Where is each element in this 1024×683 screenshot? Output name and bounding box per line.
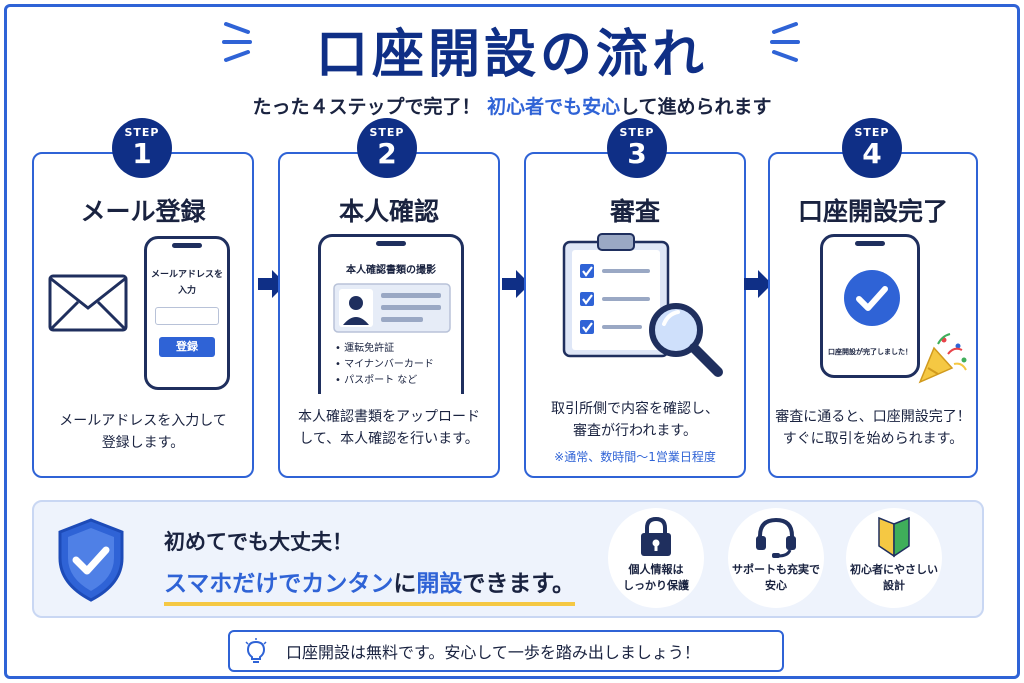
step-2-desc-line1: 本人確認書類をアップロード bbox=[298, 409, 480, 425]
step-1-number: 1 bbox=[132, 137, 152, 170]
banner-heading: 初めてでも大丈夫！ bbox=[164, 530, 353, 554]
feature-beginner-text: 初心者にやさしい 設計 bbox=[850, 562, 938, 594]
arrow-right-icon bbox=[744, 270, 772, 298]
feature-support-line1: サポートも充実で bbox=[732, 563, 820, 576]
tagline-part2: カンタン bbox=[301, 571, 394, 597]
step-4-desc-line1: 審査に通ると、口座開設完了！ bbox=[775, 409, 971, 425]
step-4-card: 口座開設完了 口座開設が完了しました！ 審査に通ると、口座開設完了！ すぐに取引… bbox=[768, 152, 978, 478]
completion-message: 口座開設が完了しました！ bbox=[828, 348, 912, 356]
step-4-title: 口座開設完了 bbox=[797, 197, 948, 226]
step-2-badge: STEP 2 bbox=[357, 118, 417, 178]
step-1-label: STEP bbox=[124, 126, 160, 139]
feature-support: サポートも充実で 安心 bbox=[728, 508, 824, 608]
envelope-icon bbox=[48, 274, 128, 332]
banner-tagline: スマホだけでカンタンに開設できます。 bbox=[164, 564, 576, 606]
step-2-title: 本人確認 bbox=[338, 197, 439, 226]
step-3-desc-line2: 審査が行われます。 bbox=[573, 423, 697, 439]
phone-notch bbox=[376, 241, 406, 246]
email-prompt-line1: メールアドレスを bbox=[150, 270, 223, 280]
arrow-right-icon bbox=[502, 270, 530, 298]
feature-beginner-line2: 設計 bbox=[883, 579, 905, 592]
footer-note: 口座開設は無料です。安心して一歩を踏み出しましょう！ bbox=[228, 630, 784, 672]
phone-notch bbox=[855, 241, 885, 246]
step-1-desc: メールアドレスを入力して 登録します。 bbox=[34, 410, 252, 454]
subtitle-part1: たった４ステップで完了！ bbox=[252, 96, 481, 118]
tagline-part5: できます。 bbox=[462, 571, 576, 597]
lock-icon bbox=[641, 516, 671, 556]
feature-beginner: 初心者にやさしい 設計 bbox=[846, 508, 942, 608]
step-4-label: STEP bbox=[854, 126, 890, 139]
feature-privacy-text: 個人情報は しっかり保護 bbox=[623, 562, 689, 594]
step-2-number: 2 bbox=[377, 137, 397, 170]
step-4-desc: 審査に通ると、口座開設完了！ すぐに取引を始められます。 bbox=[770, 406, 976, 450]
page-title: 口座開設の流れ bbox=[315, 24, 708, 85]
lightbulb-icon bbox=[245, 638, 267, 663]
page-subtitle: たった４ステップで完了！ 初心者でも安心して進められます bbox=[0, 92, 1024, 119]
footer-text: 口座開設は無料です。安心して一歩を踏み出しましょう！ bbox=[286, 643, 700, 662]
feature-support-line2: 安心 bbox=[765, 579, 787, 592]
id-photo-heading: 本人確認書類の撮影 bbox=[346, 265, 436, 276]
smartphone-icon: メールアドレスを 入力 登録 bbox=[144, 236, 230, 390]
magnifier-icon bbox=[649, 303, 723, 377]
phone-notch bbox=[172, 243, 202, 248]
step-2-desc: 本人確認書類をアップロード して、本人確認を行います。 bbox=[280, 406, 498, 450]
email-input[interactable] bbox=[155, 307, 219, 325]
step-3-desc: 取引所側で内容を確認し、 審査が行われます。 bbox=[526, 398, 744, 442]
step-3-note: ※通常、数時間〜1営業日程度 bbox=[554, 450, 716, 464]
step-2-card: 本人確認 本人確認書類の撮影 • 運転免許証 • マイナンバーカード • パスポ… bbox=[278, 152, 500, 478]
page-frame bbox=[4, 4, 1020, 679]
smartphone-icon: 本人確認書類の撮影 • 運転免許証 • マイナンバーカード • パスポート など bbox=[318, 234, 464, 394]
clipboard-checklist-icon bbox=[562, 233, 670, 358]
step-4-number: 4 bbox=[862, 137, 882, 170]
check-circle-icon bbox=[844, 270, 900, 326]
beginner-mark-icon bbox=[878, 516, 910, 558]
id-document-item: • マイナンバーカード bbox=[335, 359, 434, 370]
step-4-badge: STEP 4 bbox=[842, 118, 902, 178]
title-area: 口座開設の流れ bbox=[0, 14, 1024, 85]
register-button[interactable]: 登録 bbox=[159, 337, 215, 357]
sparkle-right-icon bbox=[770, 22, 800, 62]
step-1-desc-line1: メールアドレスを入力して bbox=[59, 413, 227, 429]
email-prompt-line2: 入力 bbox=[177, 286, 196, 296]
id-document-item: • パスポート など bbox=[335, 375, 418, 386]
step-4-desc-line2: すぐに取引を始められます。 bbox=[782, 431, 964, 447]
headset-icon bbox=[756, 517, 796, 558]
shield-check-icon bbox=[58, 518, 124, 602]
id-document-item: • 運転免許証 bbox=[335, 343, 395, 354]
party-popper-icon bbox=[918, 333, 967, 384]
subtitle-part3: して進められます bbox=[620, 96, 772, 118]
step-1-card: メール登録 メールアドレスを 入力 登録 メールアドレスを入力して 登録します。 bbox=[32, 152, 254, 478]
step-3-card: 審査 取引所側で内容を確認し、 審査が行われます。 ※通常、数時間〜1営業日程度 bbox=[524, 152, 746, 478]
step-1-title: メール登録 bbox=[80, 197, 206, 226]
feature-support-text: サポートも充実で 安心 bbox=[732, 562, 820, 594]
feature-beginner-line1: 初心者にやさしい bbox=[850, 563, 938, 576]
email-prompt: メールアドレスを 入力 bbox=[147, 267, 227, 299]
feature-privacy-line2: しっかり保護 bbox=[623, 579, 689, 592]
step-2-desc-line2: して、本人確認を行います。 bbox=[299, 431, 479, 447]
step-3-desc-line1: 取引所側で内容を確認し、 bbox=[551, 401, 719, 417]
step-3-title: 審査 bbox=[609, 197, 660, 226]
tagline-part4: 開設 bbox=[416, 571, 463, 597]
feature-privacy-line1: 個人情報は bbox=[628, 563, 684, 576]
step-3-badge: STEP 3 bbox=[607, 118, 667, 178]
tagline-part1: スマホだけで bbox=[164, 571, 302, 597]
smartphone-icon: 口座開設が完了しました！ bbox=[820, 234, 920, 378]
step-3-number: 3 bbox=[627, 137, 647, 170]
sparkle-left-icon bbox=[222, 22, 252, 62]
subtitle-highlight: 初心者でも安心 bbox=[487, 96, 621, 118]
step-1-badge: STEP 1 bbox=[112, 118, 172, 178]
feature-privacy: 個人情報は しっかり保護 bbox=[608, 508, 704, 608]
step-2-label: STEP bbox=[369, 126, 405, 139]
tagline-part3: に bbox=[393, 571, 417, 597]
step-1-desc-line2: 登録します。 bbox=[101, 435, 185, 451]
reassurance-banner: 初めてでも大丈夫！ スマホだけでカンタンに開設できます。 bbox=[32, 500, 984, 618]
step-3-label: STEP bbox=[619, 126, 655, 139]
id-card-icon bbox=[333, 283, 451, 333]
id-document-list: • 運転免許証 • マイナンバーカード • パスポート など bbox=[335, 341, 434, 389]
